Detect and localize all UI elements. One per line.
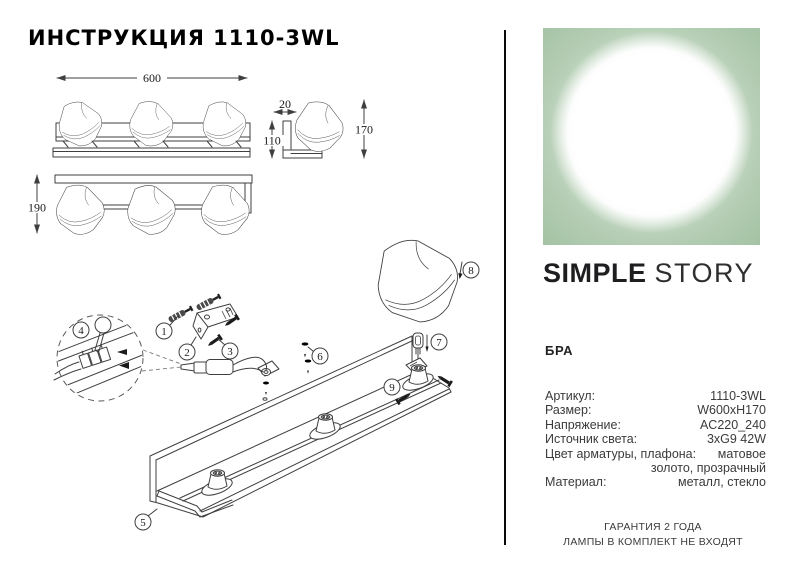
- glass-shade: [368, 230, 468, 332]
- wall-anchor-icon: [167, 304, 195, 324]
- callout-3: 3: [221, 342, 239, 360]
- dim-label-20: 20: [279, 97, 291, 111]
- warranty-text: ГАРАНТИЯ 2 ГОДА: [604, 521, 702, 533]
- glass-shade: [291, 98, 348, 156]
- spec-value: 3xG9 42W: [706, 432, 766, 447]
- screw-icon: [301, 342, 309, 358]
- svg-text:1: 1: [161, 326, 167, 338]
- spec-label: Цвет арматуры, плафона:: [545, 446, 697, 461]
- dim-label-600: 600: [143, 71, 161, 85]
- shade-arms: [101, 204, 205, 210]
- top-view: 600: [52, 71, 251, 158]
- shelf-corner-bracket: [156, 490, 234, 518]
- glass-shade: [199, 183, 252, 237]
- spec-row: золото, прозрачный: [545, 461, 766, 475]
- dimension-depth: 20: [273, 97, 297, 115]
- svg-text:2: 2: [184, 347, 190, 359]
- callout-4: 4: [72, 321, 90, 339]
- dimension-front-height: 190: [25, 174, 49, 234]
- svg-text:5: 5: [140, 517, 146, 529]
- spec-value: золото, прозрачный: [650, 460, 766, 475]
- callout-1: 1: [155, 322, 173, 340]
- svg-text:9: 9: [389, 382, 395, 394]
- wire: [54, 361, 80, 375]
- callout-2: 2: [178, 343, 196, 361]
- spec-row: Напряжение: AC220_240: [545, 418, 766, 432]
- mounting-bracket: [192, 303, 239, 340]
- spec-value: W600xH170: [697, 403, 766, 418]
- glass-shade: [125, 183, 178, 237]
- terminal-block: [78, 344, 112, 369]
- svg-text:7: 7: [436, 337, 442, 349]
- glass-shade: [128, 99, 175, 148]
- spec-row: Размер: W600xH170: [545, 403, 766, 417]
- shade-feet: [62, 140, 242, 148]
- down-arrow-icon: [425, 334, 429, 352]
- spec-label: Напряжение:: [545, 417, 621, 432]
- spec-label: Источник света:: [545, 432, 638, 447]
- dim-label-110: 110: [263, 134, 281, 148]
- dim-label-170: 170: [355, 123, 373, 137]
- callout-6: 6: [311, 347, 329, 365]
- screw-icon: [304, 359, 312, 374]
- glass-shade: [55, 183, 106, 236]
- footer-note: ГАРАНТИЯ 2 ГОДА ЛАМПЫ В КОМПЛЕКТ НЕ ВХОД…: [541, 520, 765, 549]
- callout-7: 7: [430, 333, 448, 351]
- dimension-total-height: 170: [352, 99, 376, 159]
- assembly-view: 1 2 3 4 5 6 7 8 9: [53, 230, 480, 531]
- brand-logo-square: [543, 28, 760, 245]
- callout-9: 9: [383, 378, 401, 396]
- callout-8: 8: [462, 261, 480, 279]
- front-view: 190: [25, 174, 253, 237]
- spec-label: Материал:: [545, 475, 607, 490]
- callout-leaders: [147, 315, 314, 517]
- callout-5: 5: [134, 513, 152, 531]
- spec-value: 1110-3WL: [710, 389, 766, 403]
- dim-label-190: 190: [28, 201, 46, 215]
- spec-list: Артикул: 1110-3WL Размер: W600xH170 Напр…: [545, 389, 766, 490]
- spec-label: Размер:: [545, 403, 592, 418]
- dimension-bracket-height: 110: [260, 120, 284, 159]
- technical-drawing: 600 20 110 170: [25, 71, 480, 531]
- arrow-icon: [119, 362, 129, 369]
- down-arrow-icon: [458, 261, 463, 279]
- wire-connector: [180, 356, 268, 375]
- wire-terminal-tab: [257, 360, 280, 377]
- magnifier-detail: [53, 314, 144, 402]
- brand-name: SIMPLE STORY: [543, 258, 762, 289]
- svg-text:3: 3: [227, 346, 233, 358]
- side-view: 20 110 170: [260, 97, 376, 159]
- g9-bulb-icon: [412, 332, 424, 355]
- spec-row: Цвет арматуры, плафона: матовое: [545, 447, 766, 461]
- spec-label: Артикул:: [545, 389, 596, 403]
- brand-word-simple: SIMPLE: [543, 258, 647, 288]
- divider-line: [504, 30, 506, 545]
- brand-word-story: STORY: [654, 258, 755, 288]
- spec-value: металл, стекло: [678, 475, 766, 490]
- spec-row: Материал: металл, стекло: [545, 475, 766, 489]
- spec-value: матовое: [717, 446, 766, 461]
- page-title: ИНСТРУКЦИЯ 1110-3WL: [28, 26, 340, 50]
- spec-row: Артикул: 1110-3WL: [545, 389, 766, 403]
- svg-text:6: 6: [317, 351, 323, 363]
- screw-icon: [262, 381, 270, 396]
- screwdriver-icon: [94, 316, 112, 353]
- product-type: БРА: [545, 343, 574, 358]
- dimension-width: 600: [56, 71, 248, 85]
- svg-text:4: 4: [78, 325, 84, 337]
- wire: [53, 368, 82, 381]
- spec-row: Источник света: 3xG9 42W: [545, 432, 766, 446]
- svg-text:8: 8: [468, 265, 474, 277]
- arrow-icon: [117, 349, 127, 355]
- spec-value: AC220_240: [699, 417, 766, 432]
- lamps-note: ЛАМПЫ В КОМПЛЕКТ НЕ ВХОДЯТ: [563, 535, 743, 548]
